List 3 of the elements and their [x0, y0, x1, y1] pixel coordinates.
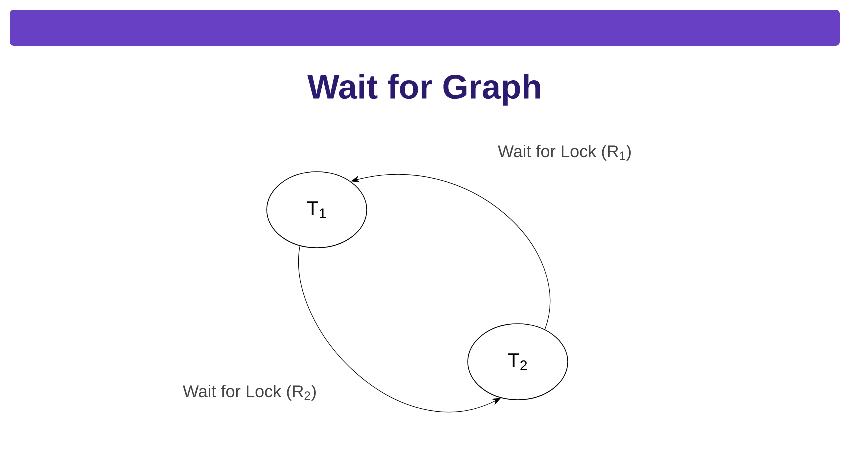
edge-label: Wait for Lock (R$_{2}$) [182, 384, 318, 402]
title: Wait for Graph [308, 74, 540, 106]
edge-label: Wait for Lock (R$_{1}$) [497, 144, 633, 162]
